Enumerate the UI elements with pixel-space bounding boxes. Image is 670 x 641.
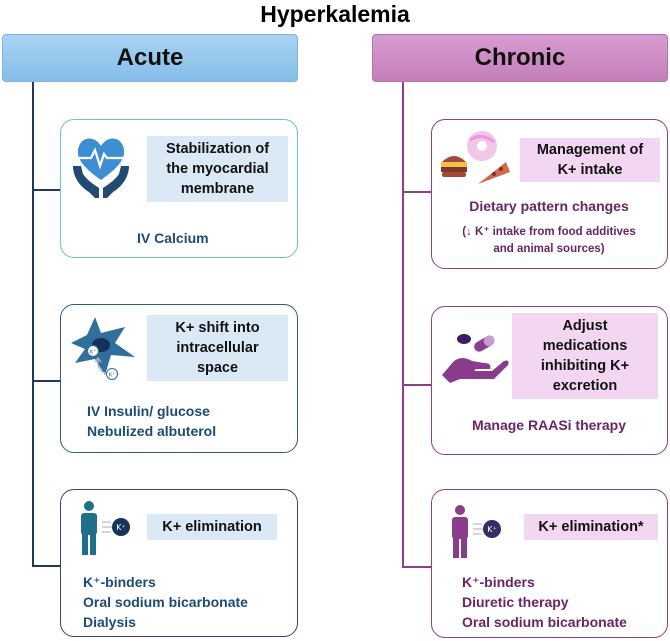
chronic-branch-3 (402, 566, 431, 568)
label-line: K+ elimination (162, 519, 262, 535)
label-line: medications (542, 338, 628, 354)
label-line: K+ intake (557, 162, 623, 178)
acute-card-shift: K⁺ K⁺ K+ shift into intracellular space … (60, 304, 298, 453)
label-line: Management of (536, 142, 644, 158)
label-line: K+ elimination* (538, 519, 644, 535)
note-line: (↓ K⁺ intake from food additives (462, 226, 636, 238)
medications-label: Adjust medications inhibiting K+ excreti… (512, 313, 658, 399)
label-line: intracellular (176, 340, 259, 356)
acute-header: Acute (2, 34, 298, 82)
treatment-line: Dietary pattern changes (469, 198, 629, 214)
acute-card-elimination: K⁺ K+ elimination K⁺-binders Oral sodium… (60, 489, 298, 637)
chronic-header-label: Chronic (474, 44, 566, 71)
cell-potassium-shift-icon: K⁺ K⁺ (65, 313, 139, 383)
k-ion-label: K⁺ (116, 523, 125, 532)
acute-card-3-body: K⁺-binders Oral sodium bicarbonate Dialy… (83, 572, 248, 632)
label-line: space (196, 360, 239, 376)
treatment-line: Oral sodium bicarbonate (83, 594, 248, 610)
hand-pills-icon (440, 331, 510, 383)
acute-branch-1 (32, 189, 60, 191)
treatment-line: Nebulized albuterol (87, 423, 217, 439)
label-line: excretion (552, 378, 618, 394)
label-line: Stabilization of (165, 141, 270, 157)
chronic-card-1-note: (↓ K⁺ intake from food additives and ani… (432, 224, 666, 258)
acute-card-stabilization: Stabilization of the myocardial membrane… (60, 119, 298, 258)
k-ion-label: K⁺ (109, 372, 116, 379)
chronic-trunk-line (402, 82, 404, 568)
k-ion-label: K⁺ (90, 349, 97, 356)
label-line: K+ shift into (175, 320, 260, 336)
person-potassium-icon: K⁺ (71, 500, 137, 558)
treatment-line: K⁺-binders (462, 574, 535, 590)
chronic-card-elimination: K⁺ K+ elimination* K⁺-binders Diuretic t… (431, 489, 668, 638)
elimination-label: K+ elimination (147, 514, 277, 540)
chronic-card-1-body: Dietary pattern changes (432, 196, 666, 216)
acute-card-1-body: IV Calcium (137, 228, 209, 248)
food-icon (438, 128, 514, 188)
acute-header-label: Acute (116, 44, 184, 71)
acute-trunk-line (32, 82, 34, 566)
treatment-line: IV Insulin/ glucose (87, 403, 210, 419)
treatment-line: IV Calcium (137, 230, 209, 246)
chronic-branch-1 (402, 191, 431, 193)
treatment-line: Diuretic therapy (462, 594, 569, 610)
chronic-header: Chronic (372, 34, 668, 82)
chronic-card-intake: Management of K+ intake Dietary pattern … (431, 119, 668, 269)
chronic-branch-2 (402, 384, 431, 386)
treatment-line: Manage RAASi therapy (471, 417, 627, 433)
treatment-line: K⁺-binders (83, 574, 156, 590)
diagram-title: Hyperkalemia (260, 1, 410, 27)
chronic-card-2-body: Manage RAASi therapy (432, 415, 666, 435)
chronic-card-medications: Adjust medications inhibiting K+ excreti… (431, 306, 668, 455)
label-line: inhibiting K+ (540, 358, 630, 374)
chronic-card-3-body: K⁺-binders Diuretic therapy Oral sodium … (462, 572, 627, 632)
label-line: membrane (180, 181, 255, 197)
stabilization-label: Stabilization of the myocardial membrane (147, 136, 288, 202)
elimination-label: K+ elimination* (524, 514, 658, 540)
shift-label: K+ shift into intracellular space (147, 315, 288, 381)
heart-hands-icon (69, 130, 133, 204)
person-potassium-icon: K⁺ (442, 504, 508, 560)
intake-label: Management of K+ intake (520, 138, 660, 182)
label-line: the myocardial (166, 161, 269, 177)
treatment-line: Oral sodium bicarbonate (462, 614, 627, 630)
acute-branch-2 (32, 380, 60, 382)
treatment-line: Dialysis (83, 614, 136, 630)
acute-branch-3 (32, 565, 60, 567)
note-line: and animal sources) (493, 243, 605, 255)
k-ion-label: K⁺ (487, 525, 496, 534)
acute-card-2-body: IV Insulin/ glucose Nebulized albuterol (87, 401, 216, 441)
label-line: Adjust (562, 318, 608, 334)
